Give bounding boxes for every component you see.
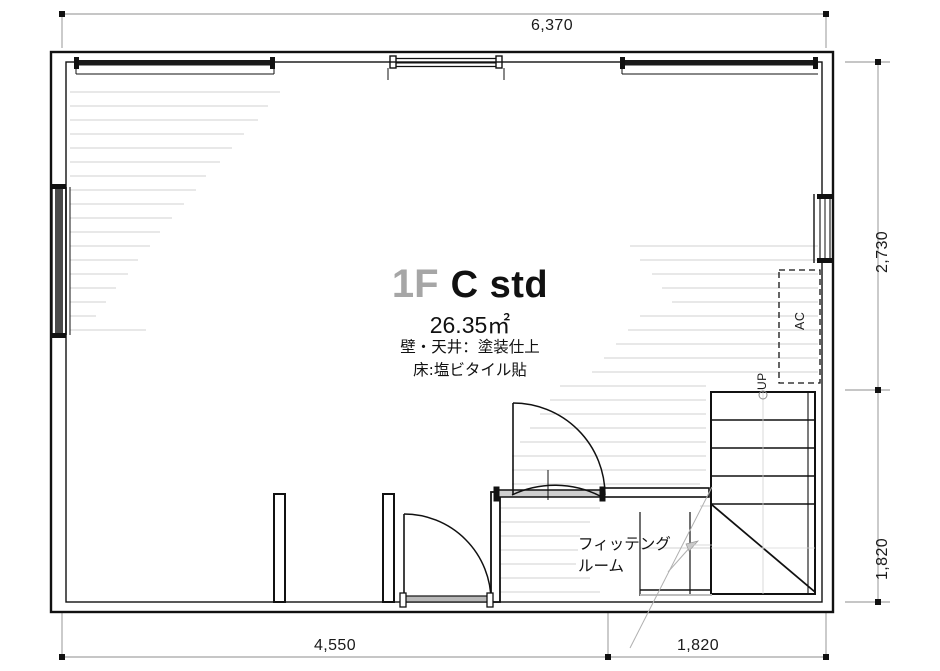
window-top-right [620,57,818,75]
finish-note-floor: 床:塩ビタイル貼 [413,361,527,380]
finish-notes: 壁・天井：塗装仕上 床:塩ビタイル貼 [0,336,940,383]
floor-hatch [70,91,818,593]
dimension-bottom-right: 1,820 [676,637,720,654]
finish-note-walls-ceiling: 壁・天井：塗装仕上 [400,338,540,356]
leader-line-stairs [629,486,713,649]
fitting-room-line1: フィッテング [578,535,671,553]
interior-partitions [273,470,712,603]
dimension-right-lower: 1,820 [874,537,891,580]
door-swing-upper [511,402,606,497]
window-top-left [74,57,275,75]
door-swing-lower [403,513,492,602]
window-top-middle [387,55,505,80]
up-direction-marker [758,390,768,400]
dimension-ticks [59,11,881,660]
area-unit: ㎡ [487,312,511,338]
up-label: UP [755,372,769,390]
room-label-fitting-room: フィッテング ルーム [578,533,671,578]
dimension-lines [61,13,890,658]
window-right-wall [813,194,833,263]
dimension-top-overall: 6,370 [530,17,574,34]
ac-label: AC [793,311,807,330]
ac-unit-outline [778,269,821,384]
area-label: 26.35㎡ [0,306,940,340]
window-left-wall [51,184,71,338]
dimension-bottom-left: 4,550 [313,637,357,654]
area-value: 26.35 [429,312,488,338]
door-opening-bottom [399,592,494,608]
fitting-room-line2: ルーム [578,557,625,576]
dimension-right-upper: 2,730 [874,230,891,273]
staircase [710,391,816,595]
